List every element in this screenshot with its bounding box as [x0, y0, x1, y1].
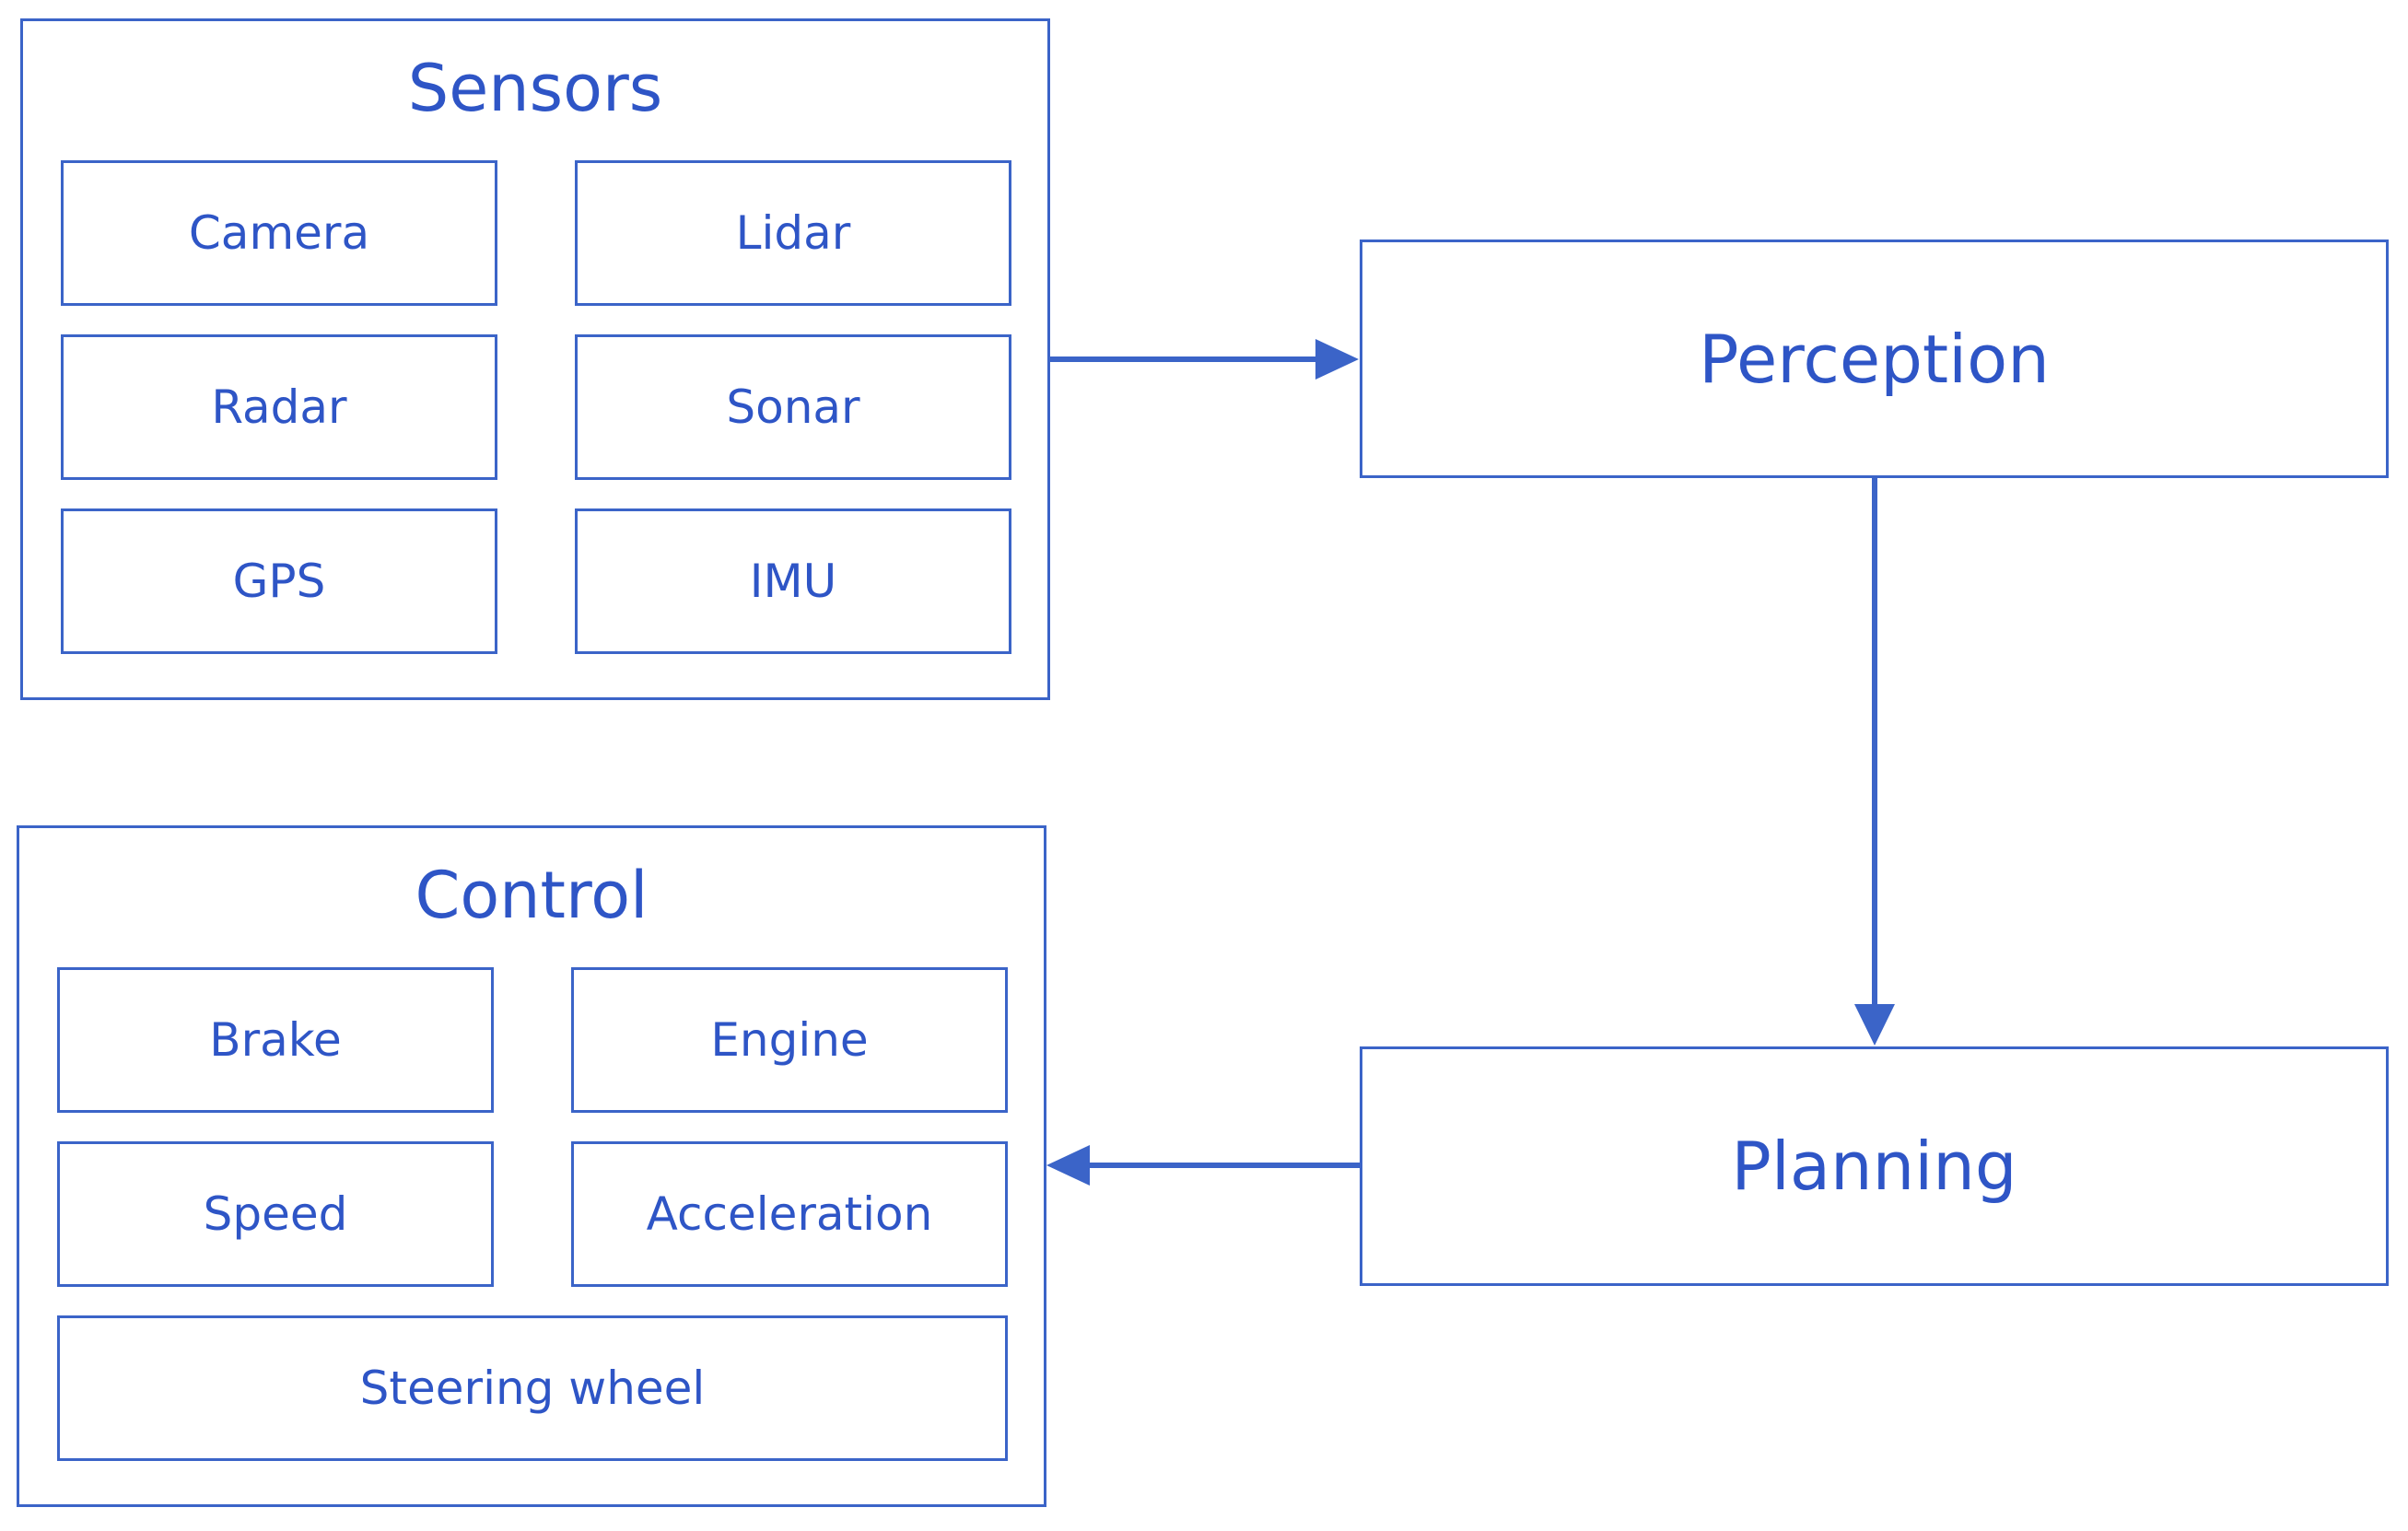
- perception-box: Perception: [1360, 240, 2389, 478]
- arrow-perception-to-planning: [1854, 477, 1895, 1046]
- sensors-group: Sensors Camera Lidar Radar Sonar GPS IMU: [20, 18, 1050, 700]
- arrow-sensors-to-perception: [1048, 339, 1359, 380]
- control-brake: Brake: [57, 967, 494, 1113]
- sensor-camera: Camera: [61, 160, 497, 306]
- sensor-radar: Radar: [61, 334, 497, 480]
- sensor-sonar: Sonar: [575, 334, 1011, 480]
- sensor-gps: GPS: [61, 508, 497, 654]
- planning-box: Planning: [1360, 1046, 2389, 1286]
- control-engine: Engine: [571, 967, 1008, 1113]
- sensor-lidar: Lidar: [575, 160, 1011, 306]
- arrow-planning-to-control: [1046, 1145, 1362, 1186]
- sensors-title: Sensors: [407, 51, 663, 126]
- control-acceleration: Acceleration: [571, 1141, 1008, 1287]
- sensor-imu: IMU: [575, 508, 1011, 654]
- control-steering-wheel: Steering wheel: [57, 1315, 1008, 1461]
- control-title: Control: [415, 858, 649, 933]
- control-group: Control Brake Engine Speed Acceleration …: [17, 825, 1046, 1507]
- control-speed: Speed: [57, 1141, 494, 1287]
